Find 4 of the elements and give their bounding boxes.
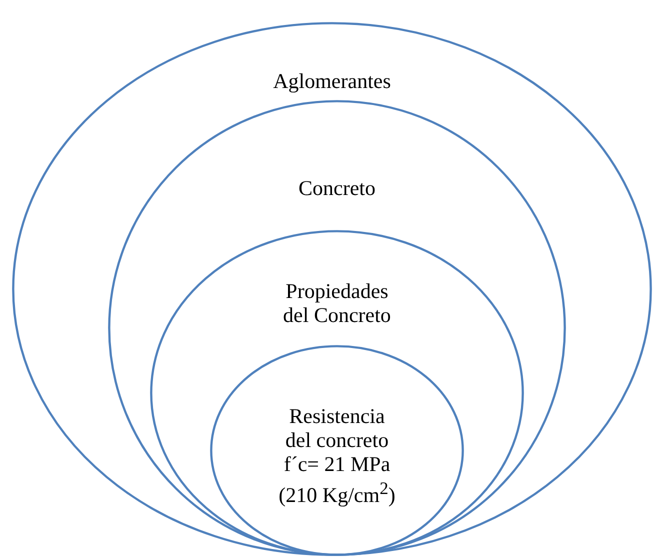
oval-label: Aglomerantes <box>272 69 392 93</box>
oval-label: Concreto <box>298 176 376 200</box>
oval-label: Resistencia del concreto f´c= 21 MPa (210 Kg/cm$^{2}$) <box>278 404 396 507</box>
oval-label: Propiedades del Concreto <box>282 279 392 327</box>
